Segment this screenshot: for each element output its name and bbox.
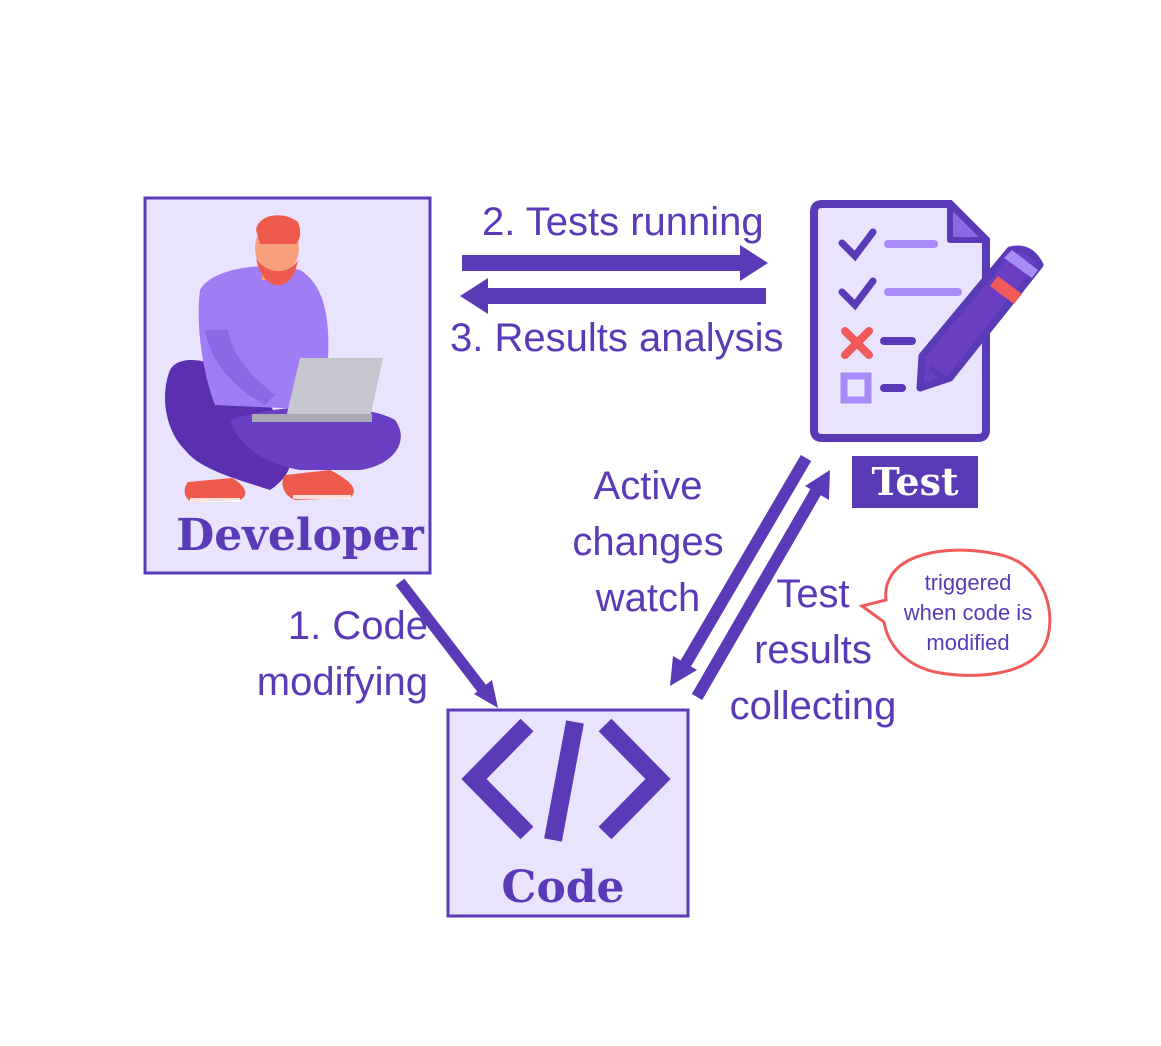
edge-label-test-results-collecting: Test results collecting	[729, 572, 897, 728]
edge-label-active-changes-watch: Active changes watch	[572, 464, 724, 620]
arrow-tests-running	[462, 245, 768, 281]
note-bubble	[858, 548, 1052, 677]
arrow-results-analysis	[460, 278, 766, 314]
edge-label-code-modifying: 1. Code modifying	[256, 604, 428, 704]
arrow-active-changes-watch	[670, 454, 812, 686]
edge-label-tests-running: 2. Tests running	[482, 200, 764, 244]
pencil-icon	[916, 245, 1044, 392]
note-text: triggered when code is modified	[903, 570, 1033, 655]
arrow-test-results-collecting	[691, 470, 830, 701]
code-brackets-icon	[461, 718, 671, 842]
developer-node: Developer	[143, 196, 432, 575]
developer-label: Developer	[176, 510, 425, 561]
code-label: Code	[501, 862, 624, 913]
edge-label-results-analysis: 3. Results analysis	[450, 316, 784, 360]
test-label: Test	[852, 456, 978, 508]
arrow-code-modifying	[395, 578, 498, 708]
code-node: Code	[446, 708, 690, 918]
developer-illustration	[165, 215, 401, 502]
